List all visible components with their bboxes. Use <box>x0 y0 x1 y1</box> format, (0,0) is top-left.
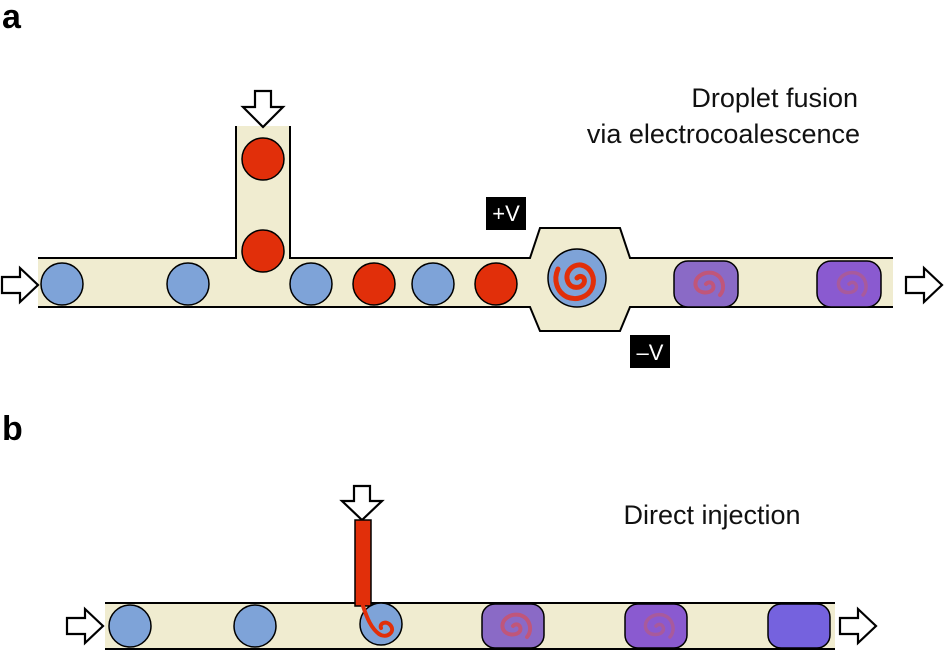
negative-electrode-label: –V <box>630 335 670 368</box>
droplet-blue <box>40 262 84 306</box>
panel-a-caption-line1: Droplet fusion <box>691 83 858 113</box>
panel-b-caption: Direct injection <box>623 500 800 530</box>
panel-a-channel <box>38 126 893 332</box>
panel-b-injection-arrow-icon <box>339 484 385 522</box>
panel-a-droplets <box>40 137 882 308</box>
droplet-mixed <box>624 603 688 649</box>
droplet-homogeneous <box>767 603 831 649</box>
droplet-red <box>241 137 285 181</box>
panel-a-side-inlet-arrow-icon <box>240 89 286 129</box>
panel-a-letter: a <box>2 0 22 36</box>
panel-a-outlet-arrow-icon <box>904 266 944 304</box>
droplet-fusing-swirl <box>547 248 607 308</box>
droplet-blue <box>411 262 455 306</box>
panel-b-inlet-arrow-icon <box>65 607 105 645</box>
panel-a-inlet-arrow-icon <box>0 266 40 304</box>
droplet-mixing <box>673 260 739 308</box>
droplet-being-injected <box>359 602 403 646</box>
droplet-red <box>352 262 396 306</box>
injector-tube <box>354 519 372 607</box>
droplet-blue <box>108 604 152 648</box>
droplet-red <box>241 229 285 273</box>
panel-b-letter: b <box>2 410 23 448</box>
droplet-mixed <box>816 260 882 308</box>
positive-electrode-label: +V <box>486 197 526 230</box>
panel-b-outlet-arrow-icon <box>838 607 878 645</box>
panel-b-channel <box>105 602 835 650</box>
panel-a-caption-line2: via electrocoalescence <box>587 119 860 149</box>
droplet-blue <box>166 262 210 306</box>
droplet-mixing <box>481 603 545 649</box>
droplet-blue <box>233 604 277 648</box>
positive-electrode-text: +V <box>492 201 520 226</box>
negative-electrode-text: –V <box>637 340 664 365</box>
droplet-red <box>474 262 518 306</box>
panel-b-droplets <box>108 602 831 649</box>
droplet-blue <box>289 262 333 306</box>
